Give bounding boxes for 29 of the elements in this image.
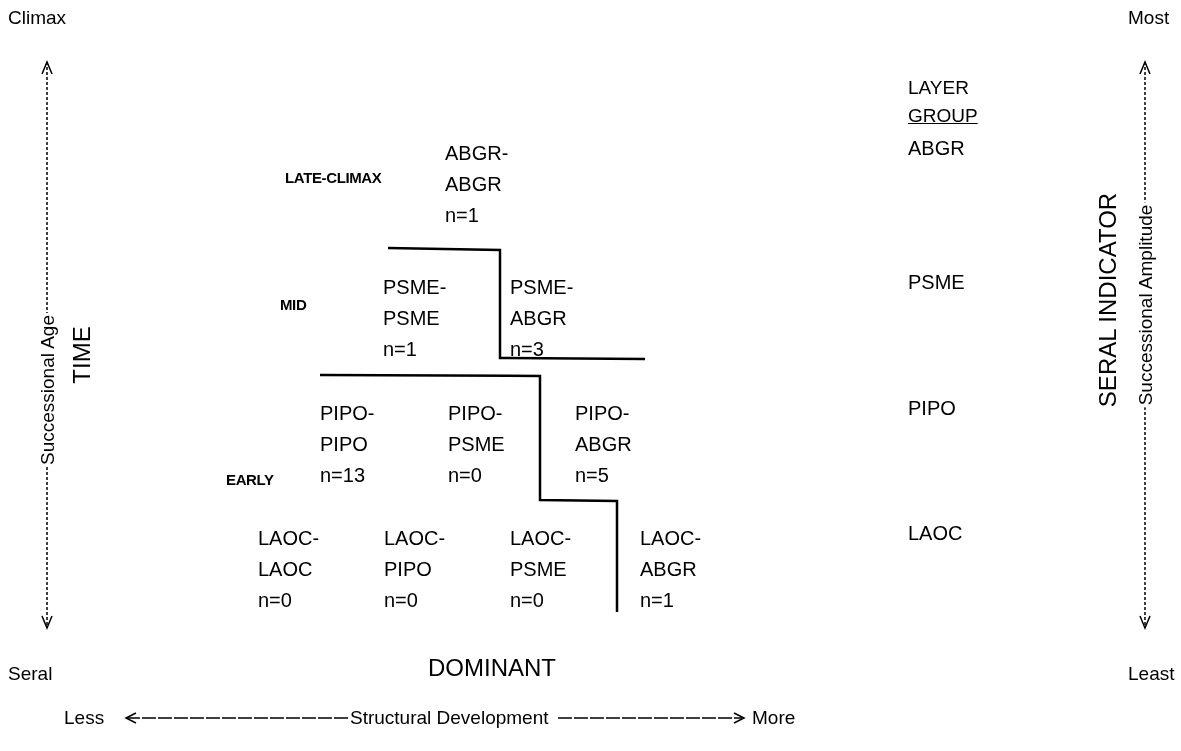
cell-text: PIPO- ABGR n=5 <box>575 401 632 488</box>
axis-end-label: Most <box>1128 8 1170 27</box>
stage-label: EARLY <box>226 472 274 487</box>
layer-group-text: PSME <box>908 272 965 292</box>
stage-label: LATE-CLIMAX <box>285 170 382 185</box>
cell-text: ABGR- ABGR n=1 <box>445 141 509 228</box>
column-heading: LAYER <box>908 78 969 97</box>
axis-end-label: More <box>752 708 796 727</box>
cell-text: PIPO- PSME n=0 <box>448 401 505 488</box>
cell-text: LAOC- ABGR n=1 <box>640 526 702 613</box>
layer-group-text: LAOC <box>908 523 963 543</box>
cell-text: PIPO- PIPO n=13 <box>320 401 375 488</box>
axis-end-label: Least <box>1128 664 1175 683</box>
axis-title: TIME <box>70 326 94 384</box>
axis-end-label: Seral <box>8 664 53 683</box>
cell-text: PSME- PSME n=1 <box>383 275 447 362</box>
axis-end-label: Climax <box>8 8 67 27</box>
cell-text: LAOC- PSME n=0 <box>510 526 572 613</box>
cell-text: LAOC- PIPO n=0 <box>384 526 446 613</box>
column-heading: GROUP <box>908 106 978 125</box>
axis-title: Structural Development <box>350 708 549 727</box>
cell-text: PSME- ABGR n=3 <box>510 275 574 362</box>
layer-group-text: ABGR <box>908 138 965 158</box>
cell-text: LAOC- LAOC n=0 <box>258 526 320 613</box>
axis-title: SERAL INDICATOR <box>1096 192 1120 408</box>
layer-group-text: PIPO <box>908 398 956 418</box>
axis-end-label: Less <box>64 708 105 727</box>
axis-title: DOMINANT <box>428 656 556 680</box>
stage-label: MID <box>280 297 307 312</box>
